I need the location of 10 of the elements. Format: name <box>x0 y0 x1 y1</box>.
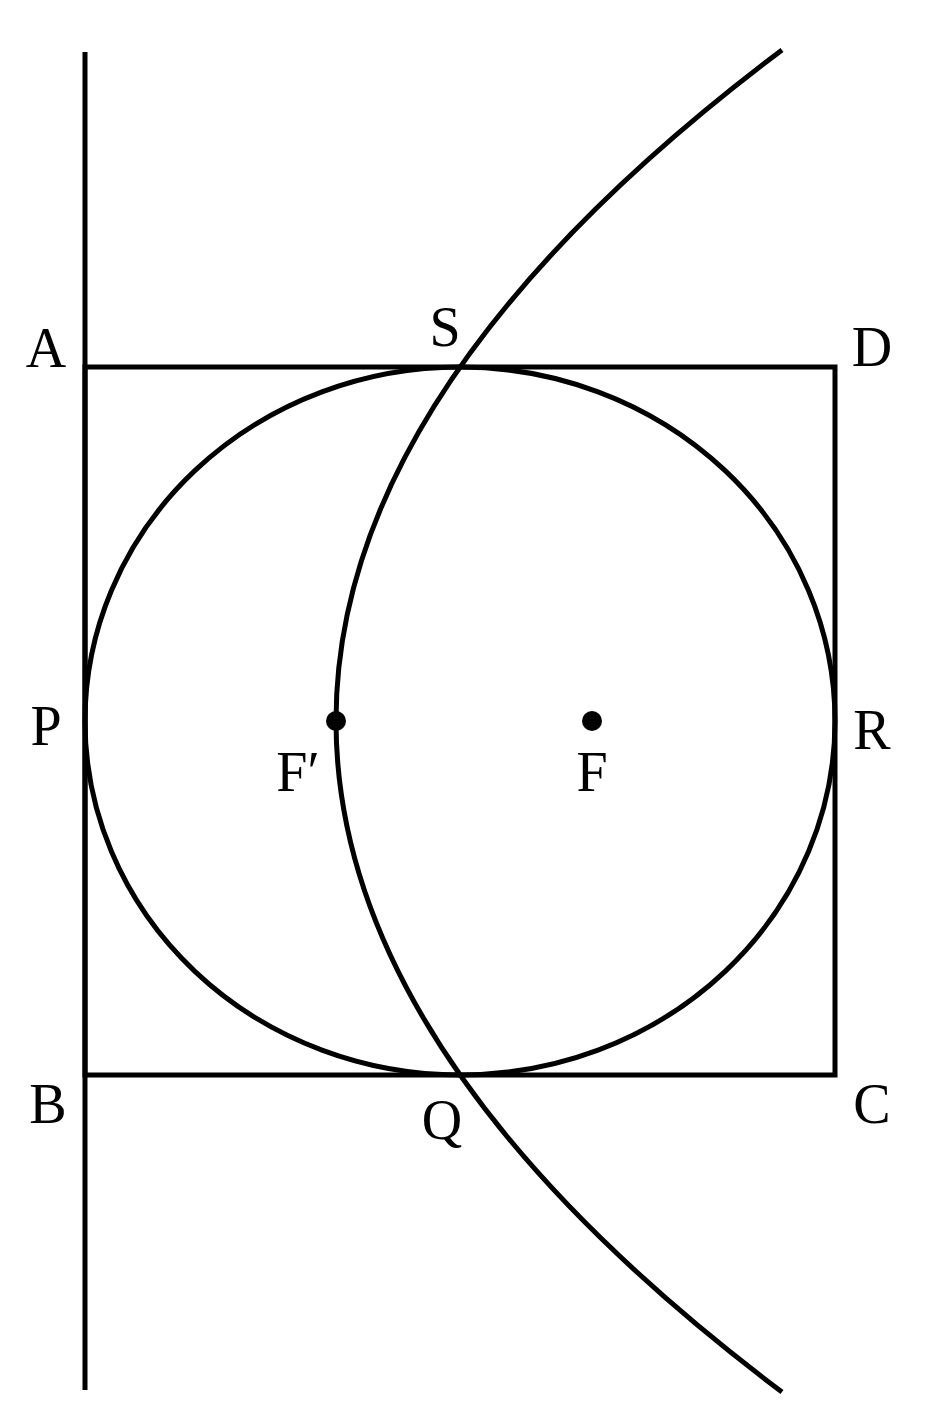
point-label: B <box>29 1076 67 1132</box>
point-label: A <box>25 320 67 376</box>
point-label: F <box>576 744 608 800</box>
point-label: S <box>429 299 461 355</box>
point-label: F′ <box>276 744 320 800</box>
point-label: P <box>30 698 62 754</box>
point-label: D <box>851 319 893 375</box>
point-label: R <box>853 702 891 758</box>
point-label: Q <box>421 1092 463 1148</box>
point-label: C <box>853 1076 891 1132</box>
